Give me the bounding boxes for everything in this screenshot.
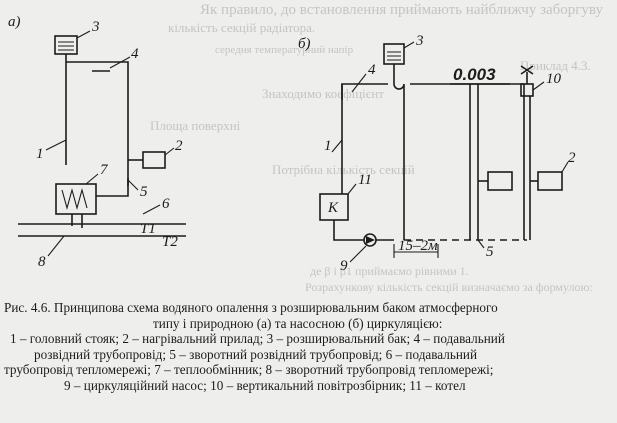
radiator <box>142 151 166 169</box>
bleed-line: Потрібна кількість секцій <box>272 162 415 177</box>
bleed-line: кількість секцій радіатора. <box>168 20 316 35</box>
caption-line: Рис. 4.6. Принципова схема водяного опал… <box>4 300 498 315</box>
panel-b: б) 3 0.003 4 1 К 11 9 5 <box>298 33 576 274</box>
expansion-tank <box>383 43 405 65</box>
caption-line: 1 – головний стояк; 2 – нагрівальний при… <box>10 331 505 346</box>
bleed-line: де β і β1 приймаємо рівними 1. <box>310 264 469 278</box>
slope-label: 0.003 <box>453 65 496 84</box>
radiator <box>537 171 563 191</box>
leader-1 <box>331 139 343 153</box>
figure-caption: Рис. 4.6. Принципова схема водяного опал… <box>4 300 610 393</box>
leader-4 <box>351 73 367 93</box>
tank-water <box>387 51 401 61</box>
caption-line: трубопровід тепломережі; 7 – теплообмінн… <box>4 362 494 377</box>
heat-exchanger <box>55 183 97 215</box>
callout-11: 11 <box>358 172 372 188</box>
exchanger-coil <box>61 187 88 211</box>
caption-line: 9 – циркуляційний насос; 10 – вертикальн… <box>64 377 466 393</box>
caption-line: розвідний трубопровід; 5 – зворотний роз… <box>34 346 478 362</box>
leader-5 <box>127 179 139 191</box>
leader-8 <box>47 235 65 257</box>
callout-4: 4 <box>368 62 376 78</box>
callout-3: 3 <box>91 19 100 35</box>
callout-3: 3 <box>415 33 424 49</box>
bleed-line: Площа поверхні <box>150 118 241 133</box>
panel-a-label: а) <box>8 14 21 30</box>
callout-1: 1 <box>324 138 332 154</box>
leader-10 <box>532 81 545 91</box>
leader-4 <box>109 56 131 69</box>
tube-label-t2: T2 <box>162 234 178 250</box>
leader-11 <box>347 183 357 195</box>
pump-suction <box>333 220 364 241</box>
callout-7: 7 <box>100 162 109 178</box>
panel-b-label: б) <box>298 36 311 52</box>
bleed-line: середня температурний напір <box>215 44 354 56</box>
air-vent-valve <box>520 65 534 84</box>
callout-10: 10 <box>546 71 562 87</box>
exchanger-return <box>96 186 129 197</box>
air-collector <box>520 83 534 97</box>
leader-5 <box>477 239 485 249</box>
pump-arrow <box>366 236 375 244</box>
radiator <box>487 171 513 191</box>
bleed-line: Розрахункову кількість секцій визначаємо… <box>305 280 593 294</box>
leader-7 <box>85 173 99 185</box>
callout-6: 6 <box>162 196 170 212</box>
callout-1: 1 <box>36 146 44 162</box>
bleed-through-text: Як правило, до встановлення приймають на… <box>150 2 604 294</box>
boiler-label: К <box>327 200 339 216</box>
leader-3 <box>403 41 415 49</box>
leader-3 <box>76 30 91 39</box>
caption-line: типу і природною (а) та насосною (б) цир… <box>153 315 443 331</box>
leader-1 <box>45 139 67 151</box>
main-riser <box>65 54 129 186</box>
leader-6 <box>142 204 161 215</box>
callout-4: 4 <box>131 46 139 62</box>
tank-water <box>58 41 74 51</box>
expansion-line <box>393 64 405 240</box>
bleed-line: Приклад 4.3. <box>520 58 591 73</box>
leader-2 <box>164 147 175 156</box>
callout-2: 2 <box>175 138 183 154</box>
expansion-tank <box>54 35 78 55</box>
callout-5: 5 <box>140 184 148 200</box>
callout-2: 2 <box>568 150 576 166</box>
leader-9 <box>349 245 367 263</box>
callout-8: 8 <box>38 254 46 270</box>
callout-9: 9 <box>340 258 348 274</box>
distance-label: 15–2м <box>398 238 438 254</box>
bleed-line: Як правило, до встановлення приймають на… <box>200 2 604 18</box>
panel-a: а) 3 4 1 2 5 7 6 T1 T2 8 <box>8 14 186 270</box>
leader-2 <box>561 161 569 173</box>
supply-pipe <box>341 83 524 100</box>
tube-label-t1: T1 <box>140 221 156 237</box>
exchanger-connections <box>71 214 83 228</box>
callout-5: 5 <box>486 244 494 260</box>
heating-schematic-figure: а) 3 4 1 2 5 7 6 T1 T2 8 <box>8 14 576 274</box>
